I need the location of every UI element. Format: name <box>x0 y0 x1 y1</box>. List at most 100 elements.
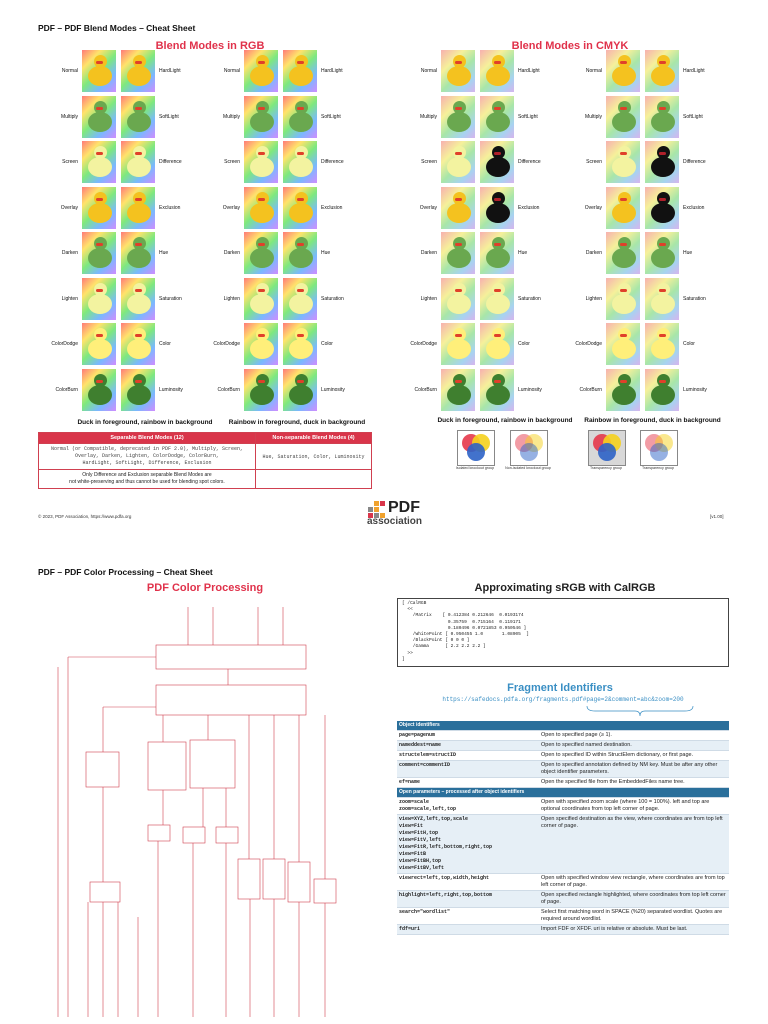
duck-body <box>612 384 636 405</box>
blend-sample-tile <box>645 368 679 411</box>
duck-beak <box>455 288 462 292</box>
blend-sample-tile <box>283 277 317 320</box>
fragment-key: viewrect=left,top,width,height <box>397 873 539 891</box>
duck-beak <box>135 152 142 155</box>
blend-sample-tile <box>480 277 514 320</box>
fragment-section-header: Object identifiers <box>397 721 729 731</box>
duck-beak <box>135 334 142 337</box>
duck-beak <box>620 106 627 110</box>
caption-rgb-b: Rainbow in foreground, duck in backgroun… <box>228 419 366 426</box>
logo-text-association: association <box>367 516 423 527</box>
duck-beak <box>659 288 666 292</box>
top-page-title: PDF – PDF Blend Modes – Cheat Sheet <box>38 23 196 33</box>
fragment-description: Open to specified page (≥ 1). <box>539 730 729 741</box>
blend-sample-tile <box>82 186 116 229</box>
blend-sample-tile <box>244 95 278 138</box>
duck-body <box>127 111 151 132</box>
blend-sample-tile <box>244 323 278 365</box>
mode-label-left: ColorDodge <box>51 341 78 347</box>
fragment-description: Open to specified named destination. <box>539 740 729 751</box>
duck-beak <box>494 106 501 110</box>
blend-sample-tile <box>244 186 278 229</box>
mode-label-left: ColorBurn <box>217 386 240 393</box>
blend-sample-tile <box>82 95 116 138</box>
fragment-row: search="wordlist"Select first matching w… <box>397 907 729 925</box>
duck-beak <box>258 243 265 246</box>
blend-sample-tile <box>645 141 679 183</box>
fragment-key: page=pagenum <box>397 730 539 741</box>
pdf-association-logo: PDF association <box>366 499 436 529</box>
duck-beak <box>620 243 627 246</box>
duck-beak <box>135 61 142 64</box>
duck-body <box>88 339 112 359</box>
mode-label-left: ColorBurn <box>55 386 78 393</box>
duck-beak <box>135 106 142 110</box>
duck-beak <box>455 152 462 155</box>
duck-beak <box>494 152 501 155</box>
duck-body <box>651 202 675 223</box>
duck-body <box>88 202 112 223</box>
blend-sample-tile <box>441 323 475 365</box>
duck-body <box>486 248 510 268</box>
fragment-key: search="wordlist" <box>397 907 539 925</box>
duck-beak <box>659 379 666 383</box>
duck-beak <box>258 334 265 337</box>
blend-sample-tile <box>121 232 155 274</box>
mode-label-left: Multiply <box>61 113 78 120</box>
venn-diagram <box>457 430 495 466</box>
mode-label-right: HardLight <box>518 68 540 74</box>
note-line: not white-preserving and thus cannot be … <box>69 479 225 485</box>
code-line: /Matrix [ 0.412384 0.212646 0.0193174 <box>402 613 524 619</box>
blend-sample-tile <box>441 186 475 229</box>
mode-label-left: Screen <box>62 159 78 165</box>
mode-label-right: Hue <box>518 250 528 256</box>
duck-beak <box>297 61 304 64</box>
venn-circles-icon <box>515 434 543 461</box>
blend-sample-tile <box>645 95 679 138</box>
duck-body <box>651 339 675 359</box>
mode-label-left: Darken <box>61 250 78 256</box>
duck-body <box>447 66 471 86</box>
duck-beak <box>455 106 462 110</box>
duck-body <box>612 293 636 314</box>
mode-label-right: Luminosity <box>518 386 542 393</box>
duck-body <box>88 157 112 177</box>
code-line: 0.180496 0.0721853 0.950546 ] <box>402 625 527 631</box>
duck-body <box>250 66 274 86</box>
venn-circles-icon <box>462 434 490 461</box>
mode-label-right: Luminosity <box>683 386 707 393</box>
duck-beak <box>455 379 462 383</box>
duck-beak <box>96 197 103 201</box>
duck-body <box>289 66 313 86</box>
blend-sample-tile <box>82 368 116 411</box>
duck-beak <box>297 379 304 383</box>
color-processing-heading: PDF Color Processing <box>146 582 264 594</box>
duck-body <box>612 66 636 86</box>
duck-body <box>447 157 471 177</box>
duck-body <box>651 111 675 132</box>
mode-label-left: Screen <box>224 159 240 165</box>
code-line: >> <box>402 650 413 656</box>
calrgb-heading: Approximating sRGB with CalRGB <box>474 582 656 594</box>
code-line: /WhitePoint [ 0.950455 1.0 1.08905 ] <box>402 632 529 638</box>
blend-sample-tile <box>606 368 640 411</box>
duck-beak <box>96 152 103 155</box>
duck-beak <box>297 288 304 292</box>
duck-beak <box>659 152 666 155</box>
duck-body <box>127 293 151 314</box>
duck-beak <box>620 334 627 337</box>
note-line: Only Difference and Exclusion separable … <box>82 472 212 478</box>
fragment-row: view=XYZ,left,top,scale view=Fit view=Fi… <box>397 814 729 874</box>
fragment-example-url: https://safedocs.pdfa.org/fragments.pdf#… <box>442 696 684 703</box>
duck-body <box>651 293 675 314</box>
fragment-description: Open to specified annotation defined by … <box>539 760 729 778</box>
duck-beak <box>258 288 265 292</box>
duck-beak <box>455 61 462 64</box>
mode-label-right: HardLight <box>159 68 181 74</box>
blend-sample-tile <box>121 186 155 229</box>
duck-beak <box>96 379 103 383</box>
